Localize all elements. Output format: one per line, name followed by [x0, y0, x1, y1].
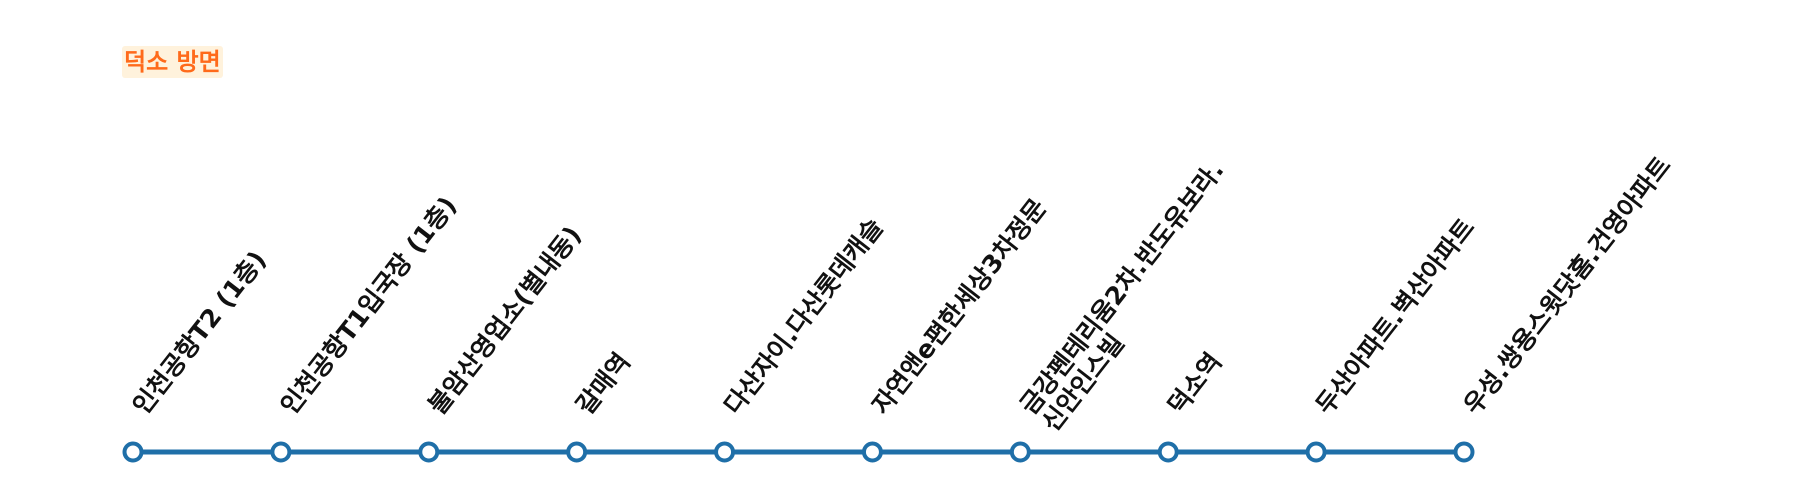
- stop-label-line: 갈매역: [571, 347, 636, 419]
- stop-marker: [1009, 441, 1031, 463]
- stop-label-line: 인천공항T1입국장 (1층): [275, 191, 462, 420]
- stop-label: 갈매역: [571, 347, 636, 419]
- stop-label: 불암산영업소(별내동): [423, 221, 587, 420]
- stop-label: 우성.쌍용스윗닷홈.건영아파트: [1458, 151, 1677, 419]
- route-stop: 다산자이.다산롯데캐슬: [714, 213, 889, 463]
- stop-marker: [566, 441, 588, 463]
- stop-marker: [270, 441, 292, 463]
- stop-label: 자연앤e편한세상3차정문: [866, 194, 1052, 420]
- stop-marker: [418, 441, 440, 463]
- route-stop: 갈매역: [566, 347, 636, 463]
- stop-marker: [1305, 441, 1327, 463]
- route-stop: 덕소역: [1157, 347, 1227, 463]
- stop-label: 다산자이.다산롯데캐슬: [718, 213, 888, 420]
- direction-label: 덕소 방면: [122, 46, 223, 78]
- stop-label: 인천공항T2 (1층): [127, 245, 272, 419]
- stop-label-line: 우성.쌍용스윗닷홈.건영아파트: [1458, 151, 1677, 419]
- stop-label-line: 다산자이.다산롯데캐슬: [718, 213, 888, 420]
- route-stop: 두산아파트.벽산아파트: [1305, 213, 1480, 463]
- stop-label: 금강펜테리움2차.반도유보라.신안인스빌: [1014, 156, 1251, 437]
- stop-marker: [714, 441, 736, 463]
- stop-label-line: 덕소역: [1162, 347, 1227, 419]
- route-stop: 우성.쌍용스윗닷홈.건영아파트: [1453, 151, 1677, 463]
- stop-marker: [1453, 441, 1475, 463]
- stop-label: 인천공항T1입국장 (1층): [275, 191, 462, 420]
- stop-label-line: 두산아파트.벽산아파트: [1310, 213, 1480, 420]
- route-stop: 인천공항T2 (1층): [122, 245, 272, 463]
- stop-label-line: 자연앤e편한세상3차정문: [866, 194, 1052, 420]
- stop-label: 두산아파트.벽산아파트: [1310, 213, 1480, 420]
- route-stop: 불암산영업소(별내동): [418, 221, 587, 463]
- route-stop: 금강펜테리움2차.반도유보라.신안인스빌: [1009, 156, 1251, 463]
- stop-label-line: 인천공항T2 (1층): [127, 245, 272, 419]
- stop-label-line: 불암산영업소(별내동): [423, 221, 587, 420]
- route-stop: 자연앤e편한세상3차정문: [861, 194, 1052, 463]
- stop-marker: [861, 441, 883, 463]
- route-stop: 인천공항T1입국장 (1층): [270, 191, 462, 463]
- stop-marker: [122, 441, 144, 463]
- stop-label: 덕소역: [1162, 347, 1227, 419]
- stop-marker: [1157, 441, 1179, 463]
- stops-layer: 인천공항T2 (1층)인천공항T1입국장 (1층)불암산영업소(별내동)갈매역 다…: [122, 151, 1677, 463]
